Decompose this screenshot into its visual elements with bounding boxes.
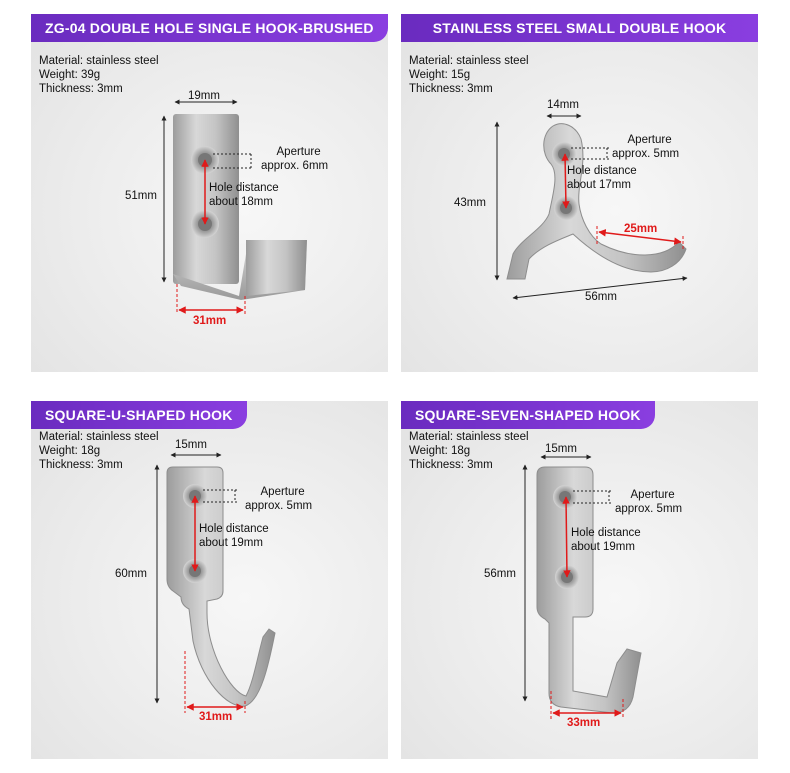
width-label: 15mm [545,443,577,455]
height-label: 56mm [484,568,516,580]
spec-weight: Weight: 15g [409,69,471,81]
height-label: 60mm [115,568,147,580]
width-label: 14mm [547,99,579,111]
spec-material: Material: stainless steel [409,431,529,443]
aperture-line-2: approx. 5mm [245,500,313,512]
hook-illustration [494,113,688,300]
hole-distance-label: Hole distance about 19mm [571,526,641,554]
width-label: 15mm [175,439,207,451]
hole-distance-line-2: about 17mm [567,179,631,191]
width-label: 19mm [188,90,220,102]
hole-distance-label: Hole distance about 17mm [567,164,637,192]
height-label: 51mm [125,190,157,202]
depth-label: 33mm [567,717,601,729]
spec-weight: Weight: 18g [409,445,471,457]
hole-distance-line-2: about 19mm [571,541,635,553]
hole-distance-label: Hole distance about 18mm [209,181,279,209]
height-label: 43mm [454,197,486,209]
aperture-line-2: approx. 5mm [612,148,680,160]
product-panel-4: SQUARE-SEVEN-SHAPED HOOK Material: stain… [401,401,758,759]
hook-illustration [154,452,276,713]
aperture-line-2: approx. 5mm [615,503,683,515]
spec-thickness: Thickness: 3mm [409,83,493,95]
hole-distance-line-1: Hole distance [567,165,637,177]
hole-distance-label: Hole distance about 19mm [199,522,269,550]
hole-distance-line-1: Hole distance [209,182,279,194]
aperture-line-1: Aperture [276,146,321,158]
spec-material: Material: stainless steel [39,55,159,67]
hole-distance-line-2: about 18mm [209,196,273,208]
spec-thickness: Thickness: 3mm [39,459,123,471]
hole-distance-line-1: Hole distance [571,527,641,539]
depth-label: 25mm [624,223,658,235]
spec-thickness: Thickness: 3mm [409,459,493,471]
spec-list: Material: stainless steel Weight: 18g Th… [409,430,529,472]
panel-title: SQUARE-SEVEN-SHAPED HOOK [401,401,655,429]
hook-illustration [161,99,307,314]
spec-list: Material: stainless steel Weight: 39g Th… [39,54,159,96]
spec-thickness: Thickness: 3mm [39,83,123,95]
depth-label: 31mm [193,315,227,327]
depth-label: 31mm [199,711,233,723]
product-panel-3: SQUARE-U-SHAPED HOOK Material: stainless… [31,401,388,759]
spec-material: Material: stainless steel [409,55,529,67]
spec-weight: Weight: 39g [39,69,101,81]
panel-title: STAINLESS STEEL SMALL DOUBLE HOOK [401,14,758,42]
hole-distance-line-1: Hole distance [199,523,269,535]
spec-list: Material: stainless steel Weight: 18g Th… [39,430,159,472]
aperture-line-1: Aperture [627,134,672,146]
panel-title: SQUARE-U-SHAPED HOOK [31,401,247,429]
spec-list: Material: stainless steel Weight: 15g Th… [409,54,529,96]
product-panel-2: STAINLESS STEEL SMALL DOUBLE HOOK Materi… [401,14,758,372]
aperture-label: Aperture approx. 5mm [245,485,312,513]
spec-weight: Weight: 18g [39,445,101,457]
aperture-label: Aperture approx. 5mm [612,133,679,161]
panel-title: ZG-04 DOUBLE HOLE SINGLE HOOK-BRUSHED [31,14,388,42]
hook-illustration [522,454,642,719]
aperture-line-1: Aperture [260,486,305,498]
aperture-label: Aperture approx. 5mm [615,488,682,516]
product-panel-1: ZG-04 DOUBLE HOLE SINGLE HOOK-BRUSHED Ma… [31,14,388,372]
aperture-label: Aperture approx. 6mm [261,145,328,173]
aperture-line-2: approx. 6mm [261,160,329,172]
spec-material: Material: stainless steel [39,431,159,443]
span-label: 56mm [585,291,617,303]
aperture-line-1: Aperture [630,489,675,501]
hole-distance-line-2: about 19mm [199,537,263,549]
